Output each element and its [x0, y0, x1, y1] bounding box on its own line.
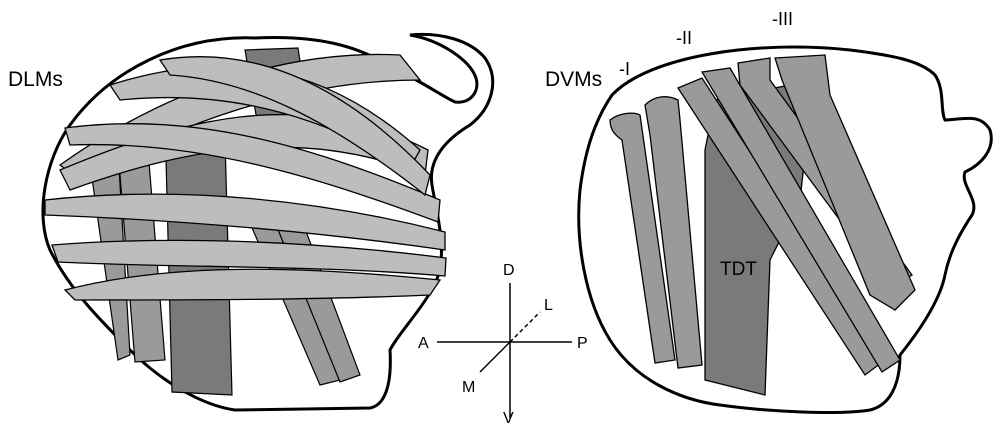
- tdt-label: TDT: [720, 259, 757, 280]
- axis-label-lateral: L: [544, 297, 553, 314]
- dvm-panel: DVMs -I -II -III TDT: [545, 9, 991, 412]
- axis-label-ventral: V: [503, 410, 514, 423]
- lateral-axis: [510, 312, 540, 342]
- dvm-label-ii: -II: [676, 28, 692, 48]
- dlm-title: DLMs: [8, 68, 63, 91]
- medial-axis: [480, 342, 510, 372]
- dvm-label-i: -I: [619, 59, 630, 79]
- axis-label-medial: M: [462, 379, 475, 396]
- dvm-title: DVMs: [545, 68, 602, 91]
- axis-label-dorsal: D: [503, 262, 515, 279]
- dvm-label-iii: -III: [772, 9, 793, 29]
- axis-label-posterior: P: [577, 335, 588, 352]
- axis-label-anterior: A: [418, 335, 429, 352]
- dlm-panel: DLMs: [8, 34, 493, 410]
